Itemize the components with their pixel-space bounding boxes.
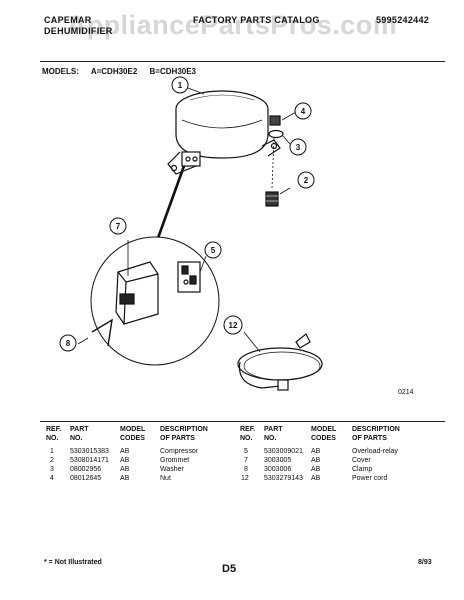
th-ref: REF. (46, 426, 62, 433)
callout-8-label: 8 (66, 339, 71, 348)
callout-3-label: 3 (296, 143, 301, 152)
th-desc-2: OF PARTS (352, 434, 387, 442)
th-ref-2: NO. (46, 434, 59, 442)
th-desc: DESCRIPTION (160, 426, 208, 433)
row-ref: 8 (244, 466, 248, 473)
row-codes: AB (120, 457, 130, 464)
callout-7-label: 7 (116, 222, 121, 231)
parts-table-left: REF. NO. PART NO. MODEL CODES DESCRIPTIO… (40, 426, 240, 496)
table-row: 12 5303279143 AB Power cord (236, 475, 446, 484)
callout-12: 12 (223, 315, 243, 335)
parts-diagram: 1 4 3 2 7 5 8 12 0214 (59, 76, 414, 396)
table-row: 8 3003006 AB Clamp (236, 466, 446, 475)
table-row: 1 5303015383 AB Compressor (40, 448, 240, 457)
grommet-illustration (265, 187, 291, 207)
doc-number: 5995242442 (376, 15, 430, 25)
table-row: 2 5308014171 AB Grommet (40, 457, 240, 466)
row-desc: Cover (352, 457, 371, 464)
row-ref: 5 (244, 448, 248, 455)
row-part: 3003005 (264, 457, 292, 464)
row-desc: Grommet (160, 457, 190, 464)
callout-12-label: 12 (229, 321, 238, 330)
callout-7: 7 (109, 217, 127, 235)
table-row: 5 5303009021 AB Overload-relay (236, 448, 446, 457)
row-ref: 3 (50, 466, 54, 473)
th-ref-2: NO. (240, 434, 253, 442)
clamp-illustration (77, 318, 113, 347)
th-part-2: NO. (264, 434, 277, 442)
th-desc: DESCRIPTION (352, 426, 400, 433)
brand-line-1: CAPEMAR (44, 15, 92, 25)
row-desc: Washer (160, 466, 184, 473)
th-model-2: CODES (120, 434, 145, 442)
cover-illustration (115, 240, 159, 325)
catalog-title: FACTORY PARTS CATALOG (193, 15, 320, 25)
row-part: 5303015383 (70, 448, 109, 455)
revision-date: 8/93 (418, 559, 432, 566)
callout-3: 3 (289, 138, 307, 156)
table-row: 4 08012645 AB Nut (40, 475, 240, 484)
row-codes: AB (311, 466, 321, 473)
brand-line-2: DEHUMIDIFIER (44, 26, 113, 36)
callout-2: 2 (297, 171, 315, 189)
row-codes: AB (311, 475, 321, 482)
row-desc: Nut (160, 475, 171, 482)
th-desc-2: OF PARTS (160, 434, 195, 442)
th-part: PART (70, 426, 89, 433)
callout-1: 1 (171, 76, 189, 94)
figure-code: 0214 (398, 389, 414, 396)
th-model: MODEL (311, 426, 337, 433)
callout-5-label: 5 (211, 246, 216, 255)
row-ref: 2 (50, 457, 54, 464)
row-part: 5303279143 (264, 475, 303, 482)
callout-4-label: 4 (301, 107, 306, 116)
page-number: D5 (222, 563, 237, 575)
compressor-illustration (167, 87, 281, 175)
row-part: 08002956 (70, 466, 102, 473)
row-codes: AB (311, 448, 321, 455)
row-part: 5303009021 (264, 448, 303, 455)
row-codes: AB (120, 466, 130, 473)
row-ref: 4 (50, 475, 54, 482)
row-desc: Compressor (160, 448, 199, 455)
row-ref: 12 (241, 475, 249, 482)
row-desc: Power cord (352, 475, 388, 482)
overload-relay-illustration (177, 255, 207, 293)
row-desc: Overload-relay (352, 448, 398, 455)
model-a: A=CDH30E2 (90, 67, 138, 76)
table-row: 7 3003005 AB Cover (236, 457, 446, 466)
washer-illustration (268, 129, 291, 145)
callout-5: 5 (204, 241, 222, 259)
watermark: AppliancePartsPros.com (66, 10, 398, 40)
parts-table-right: REF. NO. PART NO. MODEL CODES DESCRIPTIO… (236, 426, 446, 496)
th-model-2: CODES (311, 434, 336, 442)
callout-1-label: 1 (178, 81, 183, 90)
th-part: PART (264, 426, 283, 433)
not-illustrated-note: * = Not Illustrated (44, 559, 102, 566)
row-part: 3003006 (264, 466, 292, 473)
th-model: MODEL (120, 426, 146, 433)
row-codes: AB (120, 448, 130, 455)
row-codes: AB (311, 457, 321, 464)
callout-2-label: 2 (304, 176, 309, 185)
callout-4: 4 (294, 102, 312, 120)
row-desc: Clamp (352, 466, 373, 473)
table-top-rule (40, 421, 445, 422)
row-part: 5308014171 (70, 457, 109, 464)
row-ref: 7 (244, 457, 248, 464)
row-ref: 1 (50, 448, 54, 455)
table-row: 3 08002956 AB Washer (40, 466, 240, 475)
power-cord-illustration (237, 331, 323, 391)
row-part: 08012645 (70, 475, 102, 482)
callout-8: 8 (59, 334, 77, 352)
models-line: MODELS: A=CDH30E2 B=CDH30E3 (42, 67, 206, 76)
nut-illustration (269, 111, 297, 126)
model-b: B=CDH30E3 (149, 67, 196, 76)
th-part-2: NO. (70, 434, 83, 442)
th-ref: REF. (240, 426, 256, 433)
header-rule (40, 61, 445, 62)
models-label: MODELS: (42, 67, 79, 76)
row-codes: AB (120, 475, 130, 482)
